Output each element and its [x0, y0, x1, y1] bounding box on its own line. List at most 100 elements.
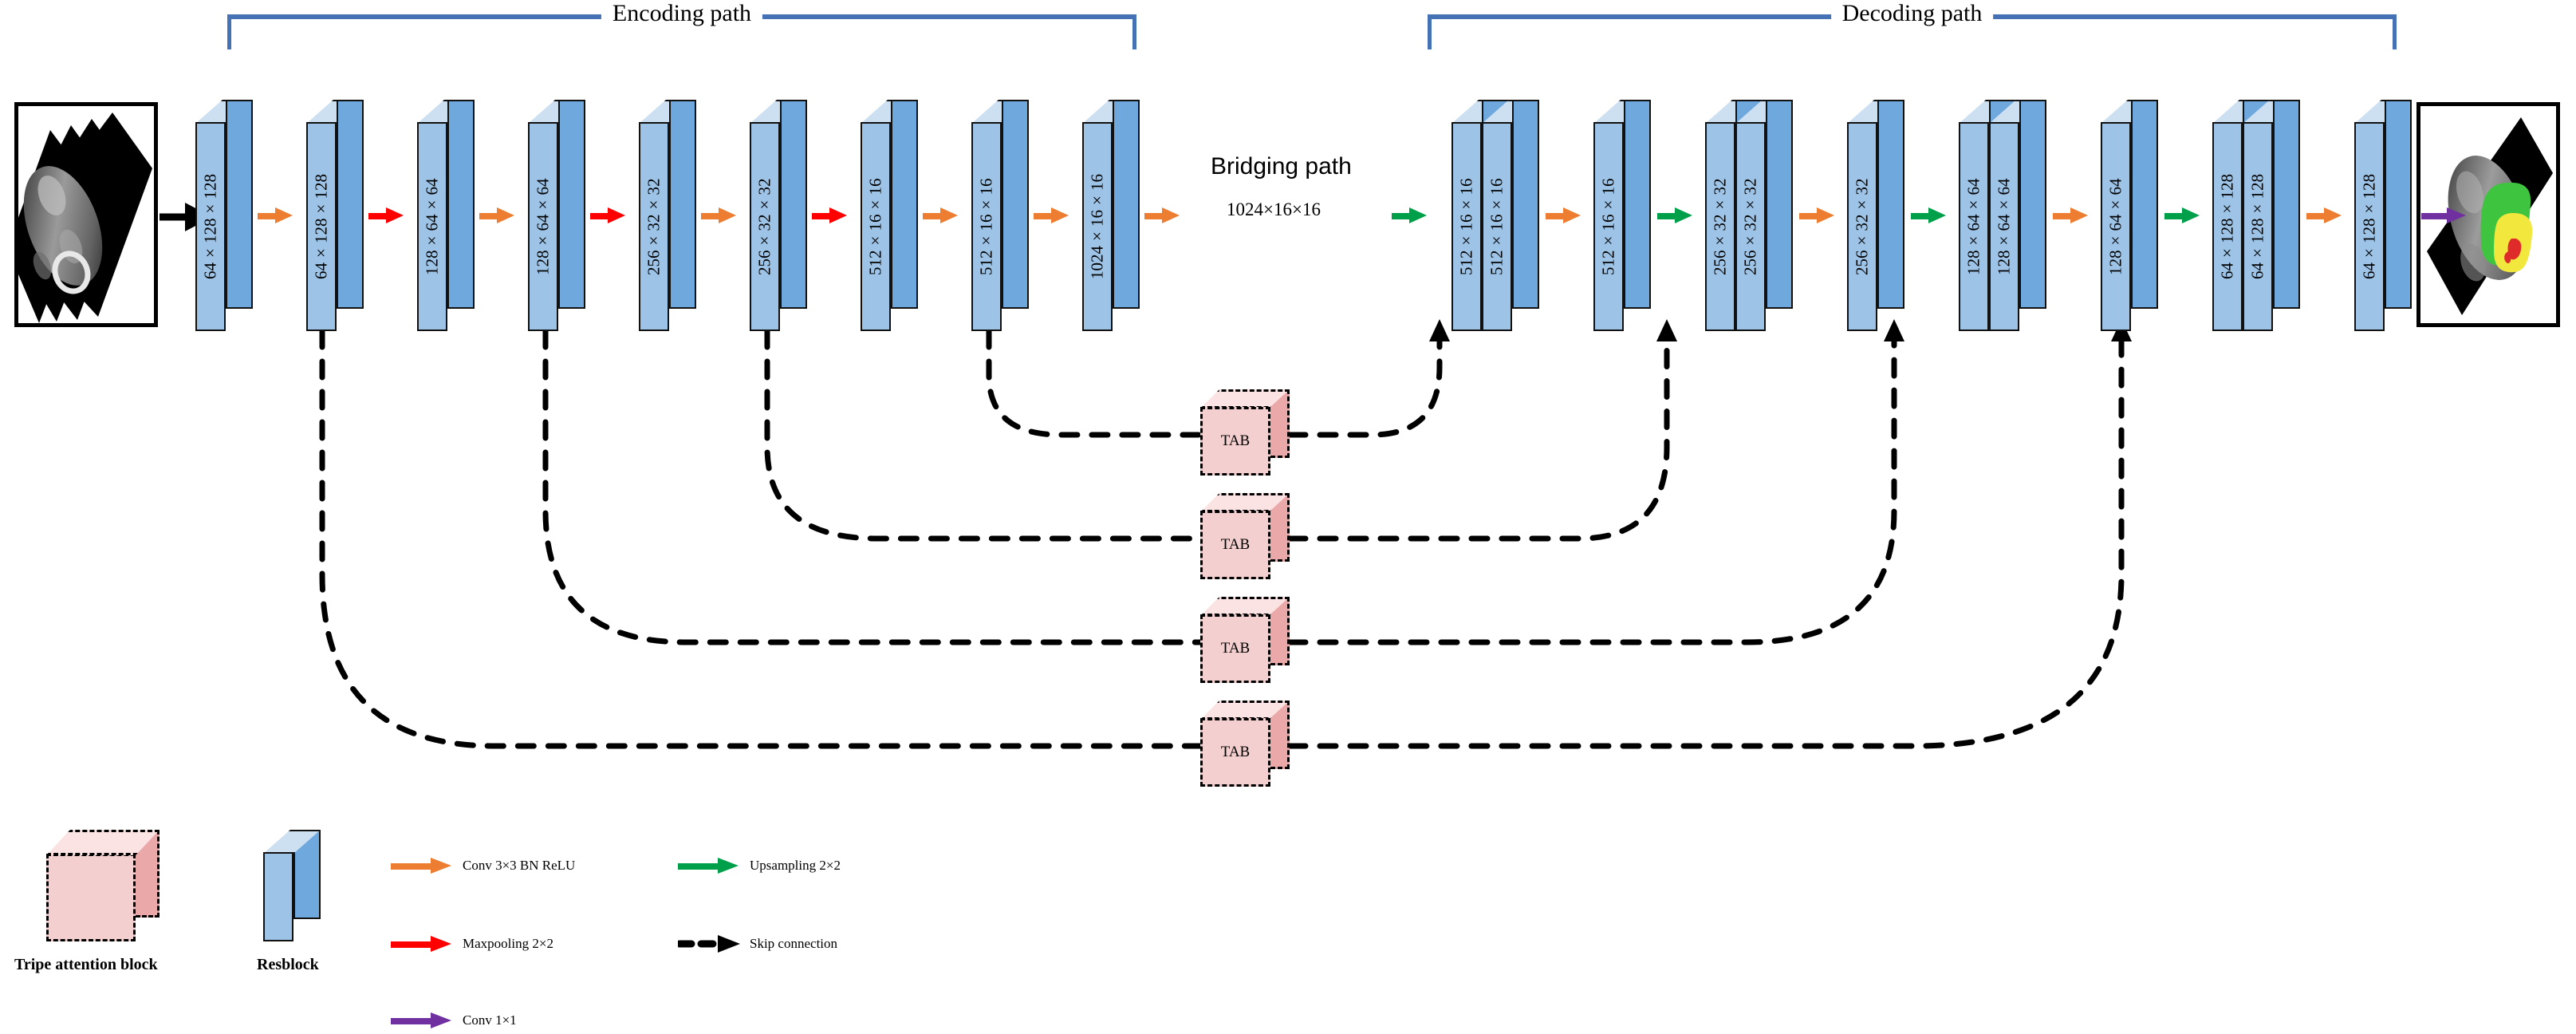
encoder-block-4: 256×32×32: [639, 100, 696, 331]
block-dimension-label: 512×16×16: [1456, 178, 1476, 275]
conv1x1-arrow: [2421, 207, 2466, 223]
encoder-arrow-6-conv: [923, 207, 958, 223]
encoder-block-8: 1024×16×16: [1082, 100, 1140, 331]
tab-label: TAB: [1220, 640, 1251, 657]
block-side-face: [669, 100, 696, 309]
decoder-block-5-0: 128×64×64: [2101, 100, 2158, 331]
decoder-block-6-1: 64×128×128: [2243, 100, 2300, 331]
legend-tab-cube: [46, 830, 160, 941]
block-side-face: [2019, 100, 2046, 309]
block-dimension-label: 256×32×32: [754, 178, 774, 275]
block-dimension-label: 128×64×64: [1964, 178, 1983, 275]
block-side-face: [447, 100, 475, 309]
block-side-face: [558, 100, 585, 309]
legend-label-conv1x1: Conv 1×1: [463, 1012, 517, 1028]
block-front-face: [417, 122, 447, 331]
legend-label-skip: Skip connection: [750, 936, 838, 951]
triple-attention-block-3: TAB: [1200, 701, 1290, 787]
decoder-arrow-6-conv: [2306, 207, 2342, 223]
encoder-arrow-1-maxpool: [368, 207, 404, 223]
block-front-face: [1989, 122, 2019, 331]
block-dimension-label: 64×128×128: [200, 174, 220, 279]
block-front-face: [306, 122, 337, 331]
decoder-block-4-1: 128×64×64: [1989, 100, 2046, 331]
block-side-face: [2273, 100, 2300, 309]
bridge-arrow-conv: [1144, 207, 1180, 223]
block-side-face: [780, 100, 807, 309]
encoder-block-0: 64×128×128: [195, 100, 253, 331]
block-dimension-label: 128×64×64: [533, 178, 553, 275]
triple-attention-block-0: TAB: [1200, 389, 1290, 476]
encoder-block-7: 512×16×16: [971, 100, 1029, 331]
encoder-block-6: 512×16×16: [861, 100, 918, 331]
decoder-arrow-1-upsample: [1657, 207, 1692, 223]
legend-arrow-upsample: [678, 858, 740, 874]
block-dimension-label: 512×16×16: [976, 178, 996, 275]
block-front-face: [2212, 122, 2243, 331]
block-dimension-label: 128×64×64: [2105, 178, 2125, 275]
block-front-face: [861, 122, 891, 331]
block-side-face: [337, 100, 364, 309]
tab-front-face: [1200, 614, 1270, 683]
block-side-face: [226, 100, 253, 309]
encoder-arrow-4-conv: [701, 207, 736, 223]
legend-tab-caption: Tripe attention block: [14, 956, 158, 973]
decoding-path-bracket: Decoding path: [1428, 2, 2397, 49]
block-dimension-label: 256×32×32: [644, 178, 664, 275]
legend-resblock-caption: Resblock: [257, 956, 319, 973]
block-dimension-label: 1024×16×16: [1087, 174, 1107, 279]
block-side-face: [1113, 100, 1140, 309]
tab-label: TAB: [1220, 432, 1251, 449]
legend-label-upsample: Upsampling 2×2: [750, 858, 841, 873]
encoder-arrow-0-conv: [258, 207, 293, 223]
bridging-path-label: Bridging path: [1211, 153, 1352, 180]
decoding-path-label: Decoding path: [1830, 2, 1994, 26]
decoder-block-0-1: 512×16×16: [1482, 100, 1539, 331]
tab-front-face: [1200, 511, 1270, 579]
decoder-arrow-5-upsample: [2164, 207, 2200, 223]
encoder-block-2: 128×64×64: [417, 100, 475, 331]
block-front-face: [195, 122, 226, 331]
decoder-arrow-4-conv: [2053, 207, 2088, 223]
block-front-face: [971, 122, 1002, 331]
block-dimension-label: 64×128×128: [311, 174, 331, 279]
block-front-face: [1593, 122, 1624, 331]
bridge-arrow-upsample: [1392, 207, 1427, 223]
legend-resblock-slab: [263, 830, 321, 941]
block-front-face: [1735, 122, 1766, 331]
encoder-block-1: 64×128×128: [306, 100, 364, 331]
block-front-face: [1082, 122, 1113, 331]
block-front-face: [1482, 122, 1512, 331]
decoder-arrow-2-conv: [1799, 207, 1834, 223]
encoder-block-3: 128×64×64: [528, 100, 585, 331]
block-dimension-label: 512×16×16: [1487, 178, 1507, 275]
tab-front-face: [1200, 718, 1270, 787]
block-dimension-label: 64×128×128: [2359, 174, 2379, 279]
tab-front-face: [1200, 407, 1270, 476]
block-dimension-label: 512×16×16: [1598, 178, 1618, 275]
block-side-face: [2131, 100, 2158, 309]
block-side-face: [891, 100, 918, 309]
block-side-face: [1002, 100, 1029, 309]
decoder-block-3-0: 256×32×32: [1847, 100, 1904, 331]
block-dimension-label: 128×64×64: [1994, 178, 2014, 275]
decoder-block-1-0: 512×16×16: [1593, 100, 1651, 331]
input-image: [14, 102, 158, 327]
block-side-face: [1512, 100, 1539, 309]
block-dimension-label: 128×64×64: [422, 178, 442, 275]
legend-label-conv: Conv 3×3 BN ReLU: [463, 858, 576, 873]
encoder-block-5: 256×32×32: [750, 100, 807, 331]
block-dimension-label: 256×32×32: [1740, 178, 1760, 275]
block-front-face: [1959, 122, 1989, 331]
block-front-face: [528, 122, 558, 331]
block-dimension-label: 256×32×32: [1710, 178, 1730, 275]
block-front-face: [750, 122, 780, 331]
block-front-face: [1451, 122, 1482, 331]
bridging-path-dim: 1024×16×16: [1227, 199, 1321, 219]
block-side-face: [1624, 100, 1651, 309]
block-side-face: [1877, 100, 1904, 309]
encoder-arrow-5-maxpool: [812, 207, 847, 223]
decoder-arrow-0-conv: [1546, 207, 1581, 223]
legend-arrow-maxpool: [391, 936, 453, 952]
